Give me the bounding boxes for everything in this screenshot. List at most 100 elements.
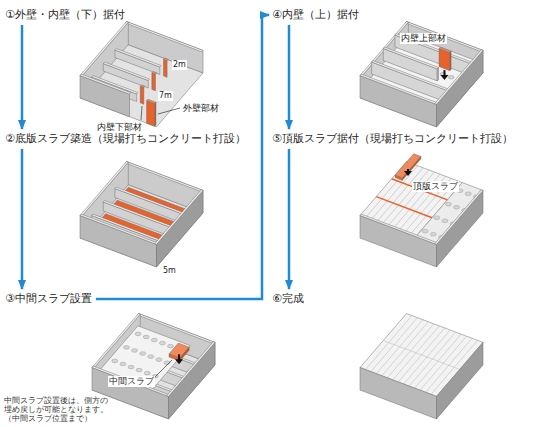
slab-hole	[144, 371, 150, 375]
outer-wall	[360, 368, 437, 419]
wall-top	[80, 214, 158, 244]
dimension-label: 2m	[172, 60, 187, 70]
inner-wall-lower-member	[140, 86, 144, 104]
member-top	[439, 47, 451, 53]
slab-hole	[159, 341, 165, 345]
step6-illustration	[360, 314, 483, 419]
slab-hole	[448, 75, 454, 79]
slab-hole	[156, 358, 162, 362]
step5-illustration	[360, 154, 483, 267]
leader-line	[141, 106, 142, 120]
lowering-arrow-head	[440, 75, 448, 80]
slab-joint	[383, 341, 460, 370]
inner-wall-lower-member	[163, 59, 167, 77]
lowering-arrow-head	[404, 171, 412, 176]
part-label: 中間スラブ	[108, 376, 155, 387]
slab-hole	[430, 232, 436, 236]
step-title: ⑤頂版スラブ据付（現場打ちコンクリート打設）	[272, 132, 513, 146]
slab-hole	[454, 205, 460, 209]
wall-top	[155, 190, 203, 245]
step-title: ⑥完成	[272, 292, 304, 306]
slab-hole	[465, 192, 471, 196]
slab-hole	[135, 332, 141, 336]
inner-wall-lower-member	[152, 73, 156, 91]
member-top	[152, 71, 157, 74]
member-top	[140, 85, 145, 88]
slab-hole	[445, 202, 451, 206]
wall-top	[435, 190, 483, 245]
slab-hole	[422, 229, 428, 233]
slab-hole	[128, 365, 134, 369]
middle-slab-member	[180, 347, 189, 361]
flow-arrow	[96, 15, 269, 299]
slab-hole	[120, 362, 126, 366]
step-title: ③中間スラブ設置	[5, 292, 92, 306]
wall-top	[167, 342, 215, 397]
wall-top	[92, 366, 170, 396]
member-side	[450, 51, 451, 70]
flow-arrow	[288, 149, 291, 289]
step-heading: ⑤頂版スラブ据付（現場打ちコンクリート打設）	[272, 132, 513, 146]
wall-top	[80, 74, 131, 94]
outer-wall	[360, 216, 437, 267]
wall-top	[360, 214, 438, 244]
part-label: 内壁上部材	[400, 33, 447, 44]
step-heading: ②底版スラブ築造（現場打ちコンクリート打設）	[5, 132, 246, 146]
step-title: ①外壁・内壁（下）据付	[5, 8, 125, 22]
slab-hole	[434, 216, 440, 220]
outer-wall	[80, 216, 157, 267]
slab-hole	[136, 368, 142, 372]
leader-line	[158, 108, 180, 114]
slab-joint	[382, 170, 429, 224]
inner-wall-upper	[437, 67, 438, 80]
step-heading: ⑥完成	[272, 292, 304, 306]
note-text: 中間スラブ設置後は、側方の 埋め戻しが可能となります。 （中間スラブ位置まで）	[3, 396, 117, 423]
outer-wall	[80, 76, 130, 117]
wall-top	[103, 62, 149, 80]
leader-line	[155, 360, 172, 377]
slab-hole	[140, 352, 146, 356]
slab-joint	[366, 164, 413, 218]
top-slab-member	[395, 175, 402, 180]
top-slab-member	[395, 154, 421, 178]
step-heading: ①外壁・内壁（下）据付	[5, 8, 125, 22]
outer-wall	[437, 342, 484, 419]
slab-hole	[148, 355, 154, 359]
dimension-label: 7m	[158, 91, 173, 101]
member-side	[155, 102, 156, 126]
lowering-arrow-head	[175, 359, 183, 364]
member-top	[147, 99, 156, 104]
slab-hole	[167, 344, 173, 348]
part-label: 内壁下部材	[96, 122, 143, 133]
member-top	[163, 58, 168, 61]
slab-hole	[143, 335, 149, 339]
outer-wall	[169, 342, 216, 419]
slab-joint	[371, 166, 418, 220]
slab-hole	[442, 219, 448, 223]
slab-hole	[151, 338, 157, 342]
outer-wall	[157, 190, 204, 267]
wall-top	[383, 47, 438, 69]
step-title: ④内壁（上）据付	[272, 8, 359, 22]
step2-illustration	[80, 162, 203, 267]
wall-top	[125, 162, 203, 192]
slab-hole	[112, 359, 118, 363]
step-heading: ③中間スラブ設置	[5, 292, 92, 306]
slab-hole	[123, 346, 129, 350]
top-slab-member	[402, 156, 421, 180]
wall-top	[360, 74, 438, 104]
slab-joint-highlight	[376, 197, 432, 218]
wall-top	[115, 49, 161, 67]
outer-wall-member	[147, 101, 155, 127]
slab-hole	[132, 349, 138, 353]
part-label: 外壁部材	[182, 103, 220, 114]
outer-wall	[437, 190, 484, 267]
step-title: ②底版スラブ築造（現場打ちコンクリート打設）	[5, 132, 246, 146]
step-heading: ④内壁（上）据付	[272, 8, 359, 22]
step4-illustration	[360, 22, 483, 127]
